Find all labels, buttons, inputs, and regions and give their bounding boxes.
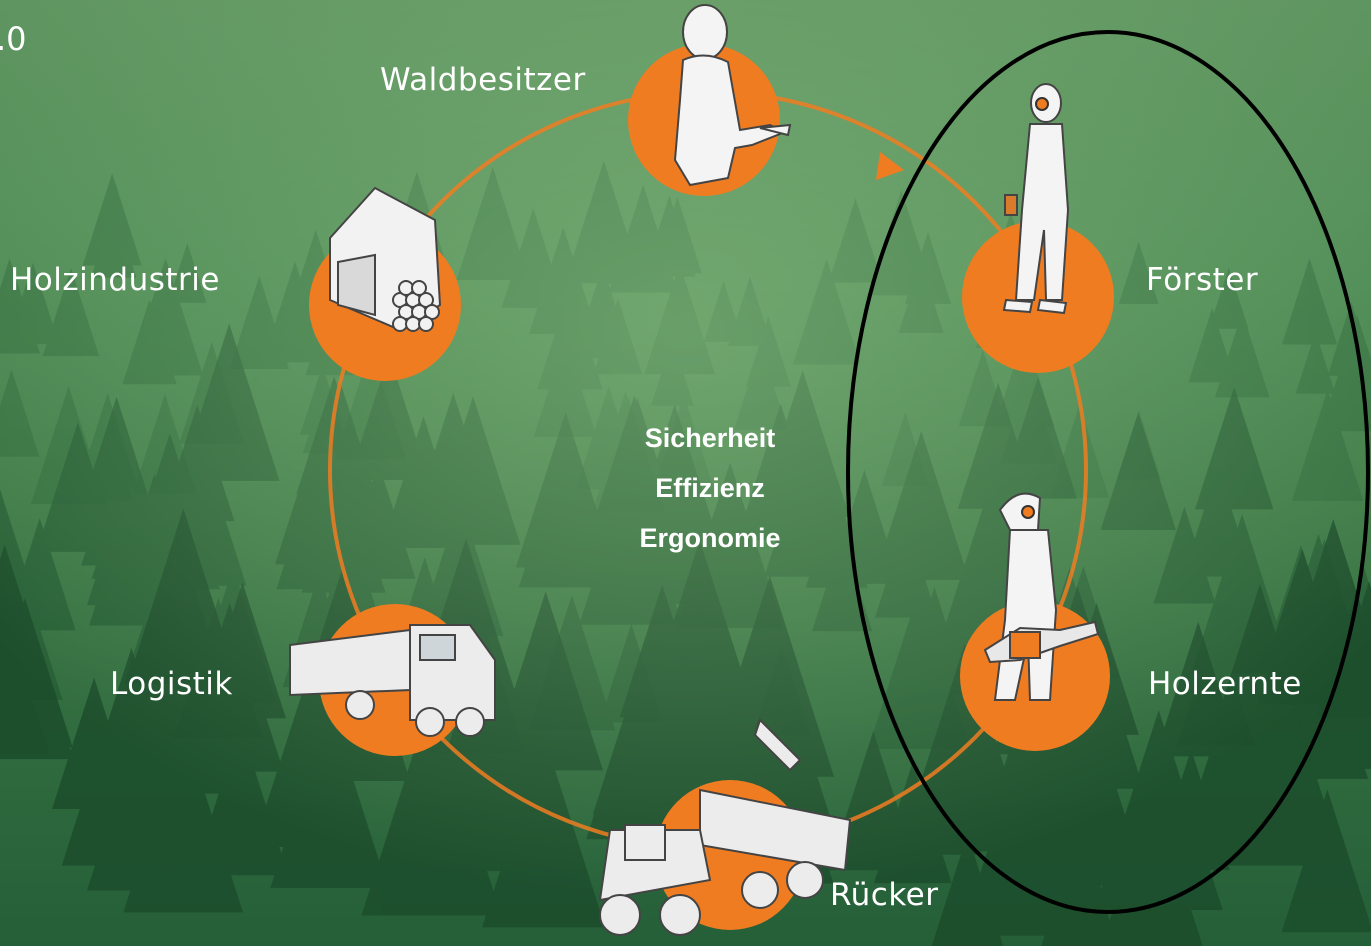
node-foerster bbox=[962, 84, 1114, 373]
node-ruecker bbox=[600, 720, 850, 935]
center-word-effizienz: Effizienz bbox=[580, 473, 840, 504]
node-holzindustrie bbox=[309, 188, 461, 381]
label-holzindustrie: Holzindustrie bbox=[10, 262, 220, 298]
label-foerster: Förster bbox=[1146, 262, 1258, 298]
node-holzernte bbox=[960, 494, 1110, 751]
center-word-sicherheit: Sicherheit bbox=[580, 423, 840, 454]
label-holzernte: Holzernte bbox=[1148, 666, 1302, 702]
label-ruecker: Rücker bbox=[830, 877, 939, 913]
label-waldbesitzer: Waldbesitzer bbox=[380, 62, 586, 98]
center-word-ergonomie: Ergonomie bbox=[580, 523, 840, 554]
label-logistik: Logistik bbox=[110, 666, 233, 702]
cycle-arrow-icon bbox=[876, 152, 904, 180]
corner-text: .0 bbox=[0, 20, 27, 58]
node-waldbesitzer bbox=[628, 5, 790, 196]
node-logistik bbox=[290, 604, 495, 756]
